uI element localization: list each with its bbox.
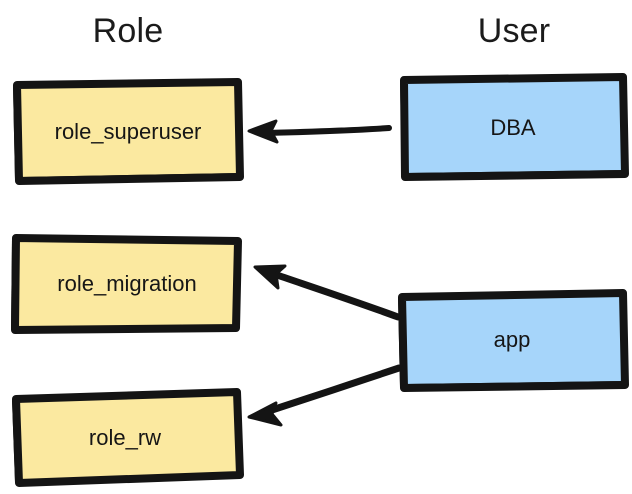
edge-app-to-role-rw: [247, 364, 403, 427]
node-app[interactable]: app: [394, 286, 630, 394]
edge-app-to-role-migration: [253, 264, 402, 321]
column-header-role: Role: [92, 12, 164, 50]
node-role-superuser[interactable]: role_superuser: [10, 76, 246, 188]
node-role-rw[interactable]: role_rw: [6, 386, 244, 490]
node-dba[interactable]: DBA: [396, 72, 630, 184]
edge-dba-to-role-superuser: [247, 119, 392, 144]
column-header-user: User: [477, 12, 551, 50]
node-role-migration[interactable]: role_migration: [8, 231, 246, 337]
